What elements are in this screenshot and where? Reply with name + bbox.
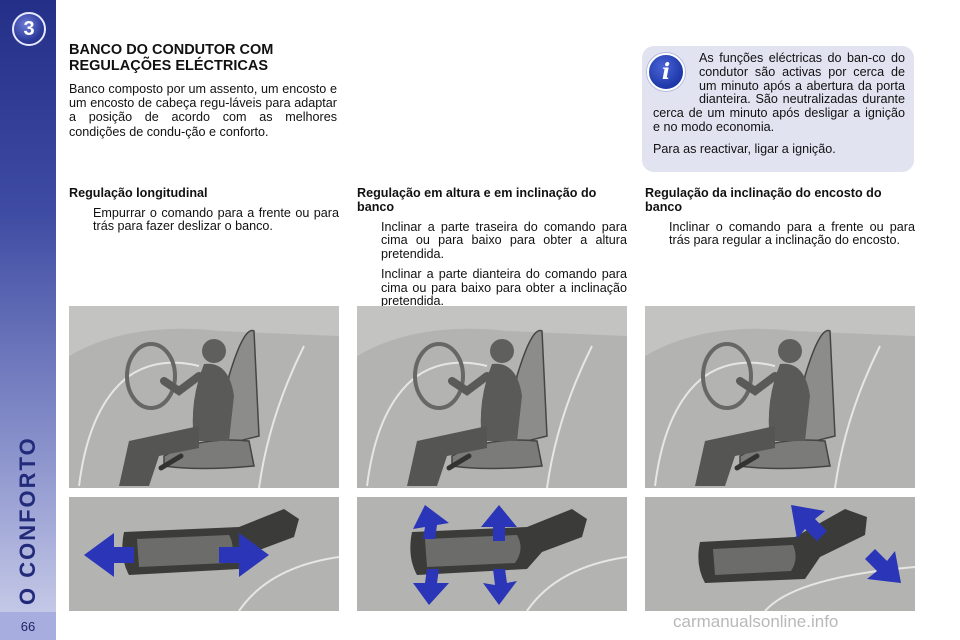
bullet-item: Inclinar a parte dianteira do comando pa… (357, 268, 627, 308)
info-text: As funções eléctricas do ban-co do condu… (653, 51, 905, 157)
column-backrest: Regulação da inclinação do encosto do ba… (645, 186, 915, 255)
arrow-up-left-icon (413, 505, 449, 539)
bullet-text: Inclinar a parte dianteira do comando pa… (381, 267, 627, 309)
section-title: BANCO DO CONDUTOR COM REGULAÇÕES ELÉCTRI… (69, 42, 274, 74)
column-longitudinal: Regulação longitudinal Empurrar o comand… (69, 186, 339, 241)
chapter-sideband (0, 0, 56, 612)
section-intro: Banco composto por um assento, um encost… (69, 82, 337, 139)
driver-seat-illustration (69, 306, 339, 488)
page-number: 66 (0, 612, 56, 640)
info-icon: i (647, 53, 685, 91)
bullet-item: Empurrar o comando para a frente ou para… (69, 206, 339, 234)
info-icon-glyph: i (661, 59, 671, 85)
arrow-backward-icon (84, 533, 134, 577)
info-box (642, 46, 914, 172)
arrow-forward-icon (219, 533, 269, 577)
bullet-text: Inclinar o comando para a frente ou para… (669, 220, 915, 248)
column-heading: Regulação em altura e em inclinação do b… (357, 186, 597, 214)
driver-seat-illustration (645, 306, 915, 488)
chapter-number-badge: 3 (12, 12, 46, 46)
bullet-text: Inclinar a parte traseira do comando par… (381, 220, 627, 261)
column-height-tilt: Regulação em altura e em inclinação do b… (357, 186, 627, 315)
chapter-title: O CONFORTO (15, 436, 40, 606)
bullet-text: Empurrar o comando para a frente ou para… (93, 206, 339, 234)
chapter-number: 3 (23, 17, 35, 40)
watermark: carmanualsonline.info (673, 612, 839, 631)
arrow-up-right-icon (481, 505, 517, 541)
bullet-item: Inclinar o comando para a frente ou para… (645, 220, 915, 248)
seat-control-closeup-backrest (645, 497, 915, 611)
arrow-up-forward-icon (791, 505, 827, 541)
column-heading: Regulação longitudinal (69, 186, 208, 200)
arrow-down-left-icon (413, 569, 449, 605)
bullet-item: Inclinar a parte traseira do comando par… (357, 220, 627, 261)
info-paragraph-1: As funções eléctricas do ban-co do condu… (653, 51, 905, 134)
seat-control-closeup-height-tilt (357, 497, 627, 611)
seat-control-closeup-longitudinal (69, 497, 339, 611)
arrow-down-backward-icon (865, 549, 901, 583)
info-paragraph-2: Para as reactivar, ligar a ignição. (653, 141, 836, 156)
column-heading: Regulação da inclinação do encosto do ba… (645, 186, 882, 214)
arrow-down-right-icon (483, 569, 517, 605)
driver-seat-illustration (357, 306, 627, 488)
